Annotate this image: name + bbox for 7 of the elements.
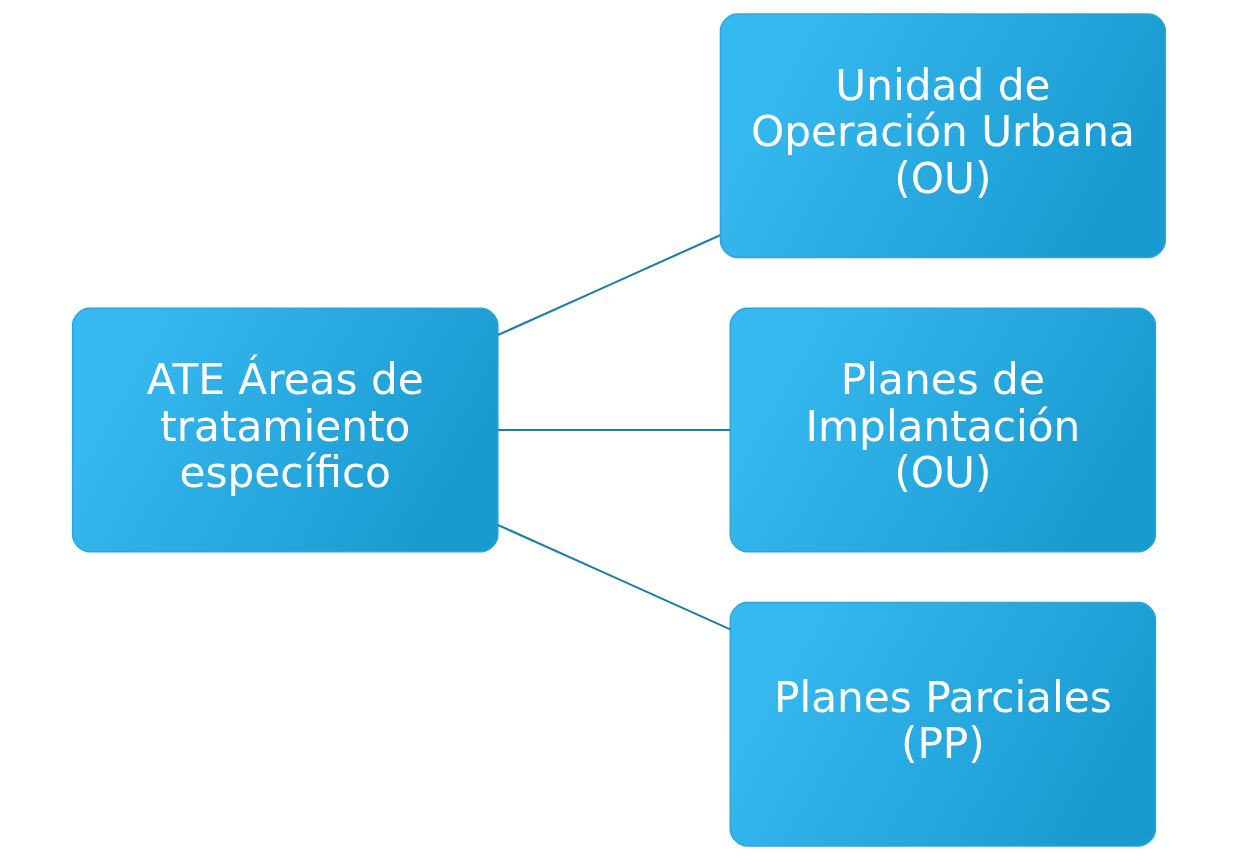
connector	[497, 234, 721, 337]
connector	[497, 428, 731, 432]
node-box: ATE Áreas de tratamiento específico	[71, 307, 499, 553]
node-box: Unidad de Operación Urbana (OU)	[719, 13, 1167, 259]
connector	[497, 523, 731, 631]
node-box: Planes Parciales (PP)	[729, 601, 1157, 847]
node-box: Planes de Implantación (OU)	[729, 307, 1157, 553]
